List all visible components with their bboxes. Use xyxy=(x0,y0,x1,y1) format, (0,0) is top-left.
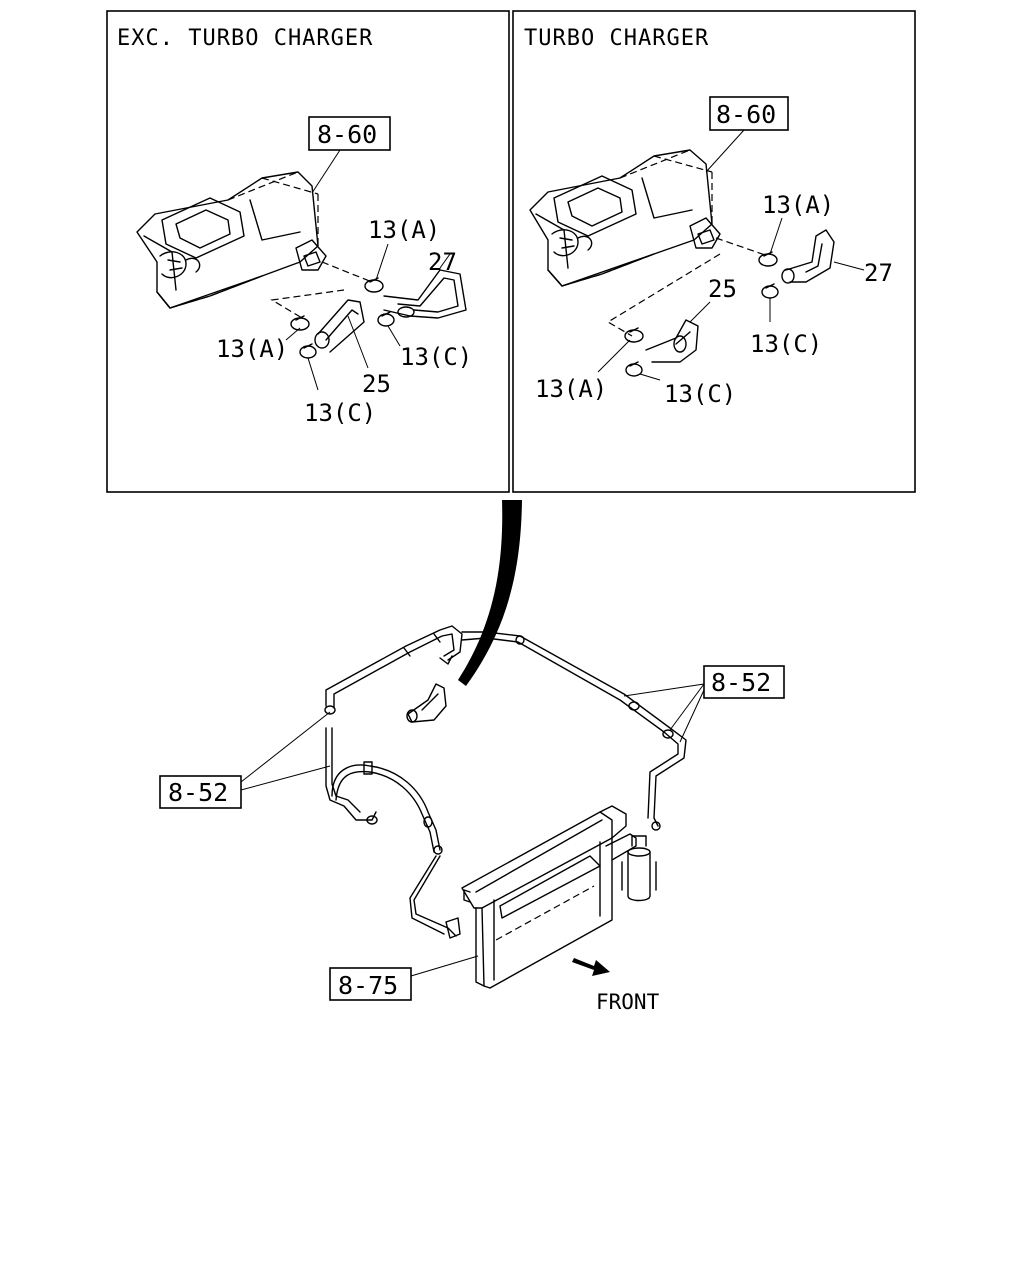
ref-box-8-75[interactable]: 8-75 xyxy=(329,967,412,1001)
heater-unit-right xyxy=(529,149,721,287)
dash-leader-left-2 xyxy=(270,289,345,319)
ref-label-8-60-left: 8-60 xyxy=(317,120,377,149)
leader-13a-upper-right xyxy=(769,217,783,255)
leader-27-left xyxy=(439,253,451,269)
ref-label-8-52-left: 8-52 xyxy=(168,778,228,807)
dash-leader-left-1 xyxy=(321,261,373,283)
clamp-13c-right-left xyxy=(377,311,395,327)
hose-25-right xyxy=(645,319,699,363)
leader-8-52-right xyxy=(623,683,705,743)
panel-turbo-charger: TURBO CHARGER 8-60 xyxy=(512,10,916,493)
clamp-13a-left-right xyxy=(624,327,644,343)
dash-leader-right-1 xyxy=(715,237,769,257)
callout-27-right: 27 xyxy=(864,259,893,287)
compressor-hose xyxy=(325,727,443,855)
clamp-13c-bottom-left xyxy=(299,343,317,359)
callout-13c-right-right: 13(C) xyxy=(750,330,822,358)
leader-25-right xyxy=(689,301,711,323)
callout-13a-upper-left: 13(A) xyxy=(368,216,440,244)
leader-8-60-right xyxy=(705,129,745,173)
ref-box-8-52-right[interactable]: 8-52 xyxy=(703,665,785,699)
ac-piping-assembly xyxy=(324,625,687,989)
detail-pointer-curve xyxy=(458,500,522,686)
leader-13a-upper-left xyxy=(375,243,389,281)
callout-13c-bottom-left: 13(C) xyxy=(304,399,376,427)
discharge-line-top xyxy=(461,631,687,831)
leader-13c-bottom-right xyxy=(639,373,661,381)
panel-frame-left xyxy=(106,10,510,493)
heater-unit-left xyxy=(136,171,327,309)
leader-13a-left xyxy=(285,327,301,341)
dash-leader-right-2 xyxy=(606,253,721,337)
clamp-13c-right-right xyxy=(761,283,779,299)
leader-8-75 xyxy=(410,955,479,977)
callout-13a-left: 13(A) xyxy=(216,335,288,363)
leader-8-60-left xyxy=(311,149,341,194)
clamp-13a-left xyxy=(290,315,310,331)
condenser xyxy=(461,805,637,989)
callout-13a-left-right: 13(A) xyxy=(535,375,607,403)
leader-13a-left-right xyxy=(597,339,631,373)
liquid-line xyxy=(409,855,461,939)
ref-label-8-52-right: 8-52 xyxy=(711,668,771,697)
callout-27-left: 27 xyxy=(428,248,457,276)
hose-25-left xyxy=(314,299,365,353)
panel-title-right: TURBO CHARGER xyxy=(524,26,709,51)
heater-elbow-pipe xyxy=(406,683,447,723)
front-label: FRONT xyxy=(596,990,660,1014)
ref-box-8-60-left[interactable]: 8-60 xyxy=(308,116,391,151)
callout-13c-bottom-right: 13(C) xyxy=(664,380,736,408)
ref-label-8-75: 8-75 xyxy=(338,971,398,1000)
pipe-27-right xyxy=(781,229,835,284)
front-arrow xyxy=(572,958,610,976)
leader-25-left xyxy=(347,315,369,369)
callout-13c-right-left: 13(C) xyxy=(400,343,472,371)
callout-13a-upper-right: 13(A) xyxy=(762,191,834,219)
clamp-13c-bottom-right xyxy=(625,361,643,377)
ref-box-8-52-left[interactable]: 8-52 xyxy=(159,775,242,809)
panel-frame-right xyxy=(512,10,916,493)
leader-8-52-left xyxy=(240,711,331,791)
ref-label-8-60-right: 8-60 xyxy=(716,100,776,129)
panel-title-left: EXC. TURBO CHARGER xyxy=(117,26,373,51)
callout-25-left: 25 xyxy=(362,370,391,398)
panel-exc-turbo-charger: EXC. TURBO CHARGER 8-60 xyxy=(106,10,510,493)
callout-25-right: 25 xyxy=(708,275,737,303)
ref-box-8-60-right[interactable]: 8-60 xyxy=(709,96,789,131)
leader-27-right xyxy=(833,261,865,271)
receiver-dryer xyxy=(621,835,657,902)
leader-13c-bottom-left xyxy=(307,357,319,391)
leader-13c-right-left xyxy=(387,325,401,347)
suction-pipe-upper xyxy=(324,625,463,715)
pipe-27-left xyxy=(383,269,467,319)
